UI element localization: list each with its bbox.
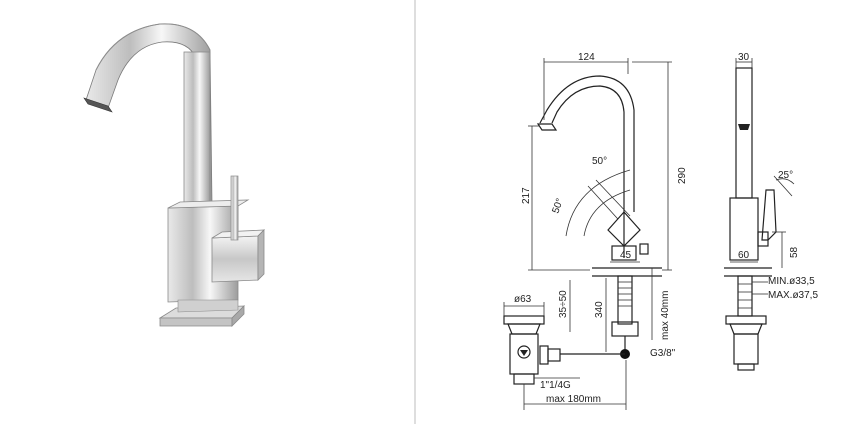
side-dimension-lines — [730, 58, 795, 295]
dim-connection: G3/8" — [650, 348, 676, 359]
dim-base-depth: 60 — [738, 250, 750, 261]
dim-base-offset: 45 — [620, 250, 632, 261]
dim-lever-angle-a: 50° — [592, 156, 607, 167]
front-dimension-lines — [503, 58, 672, 410]
dim-waste-adjust: 35÷50 — [558, 290, 569, 318]
dim-spout-height: 217 — [521, 187, 532, 204]
dim-waste-diameter: ø63 — [514, 294, 532, 305]
dim-max-thickness: max 40mm — [660, 291, 671, 340]
faucet-photo — [83, 23, 266, 327]
dim-spout-reach: 124 — [578, 52, 595, 63]
front-view-drawing — [503, 75, 662, 385]
dim-body-width: 30 — [738, 52, 750, 63]
dim-max-hole: MAX.ø37,5 — [768, 290, 818, 301]
dim-lever-height: 58 — [789, 246, 800, 258]
dim-max-reach: max 180mm — [546, 394, 601, 405]
dim-lever-angle-b: 50° — [550, 197, 566, 215]
dim-waste-thread: 1"1/4G — [540, 380, 571, 391]
dim-hose-length: 340 — [594, 301, 605, 318]
dim-min-hole: MIN.ø33,5 — [768, 276, 815, 287]
dim-total-height: 290 — [677, 167, 688, 184]
side-view-drawing — [724, 67, 793, 371]
dim-side-angle: 25° — [778, 170, 793, 181]
